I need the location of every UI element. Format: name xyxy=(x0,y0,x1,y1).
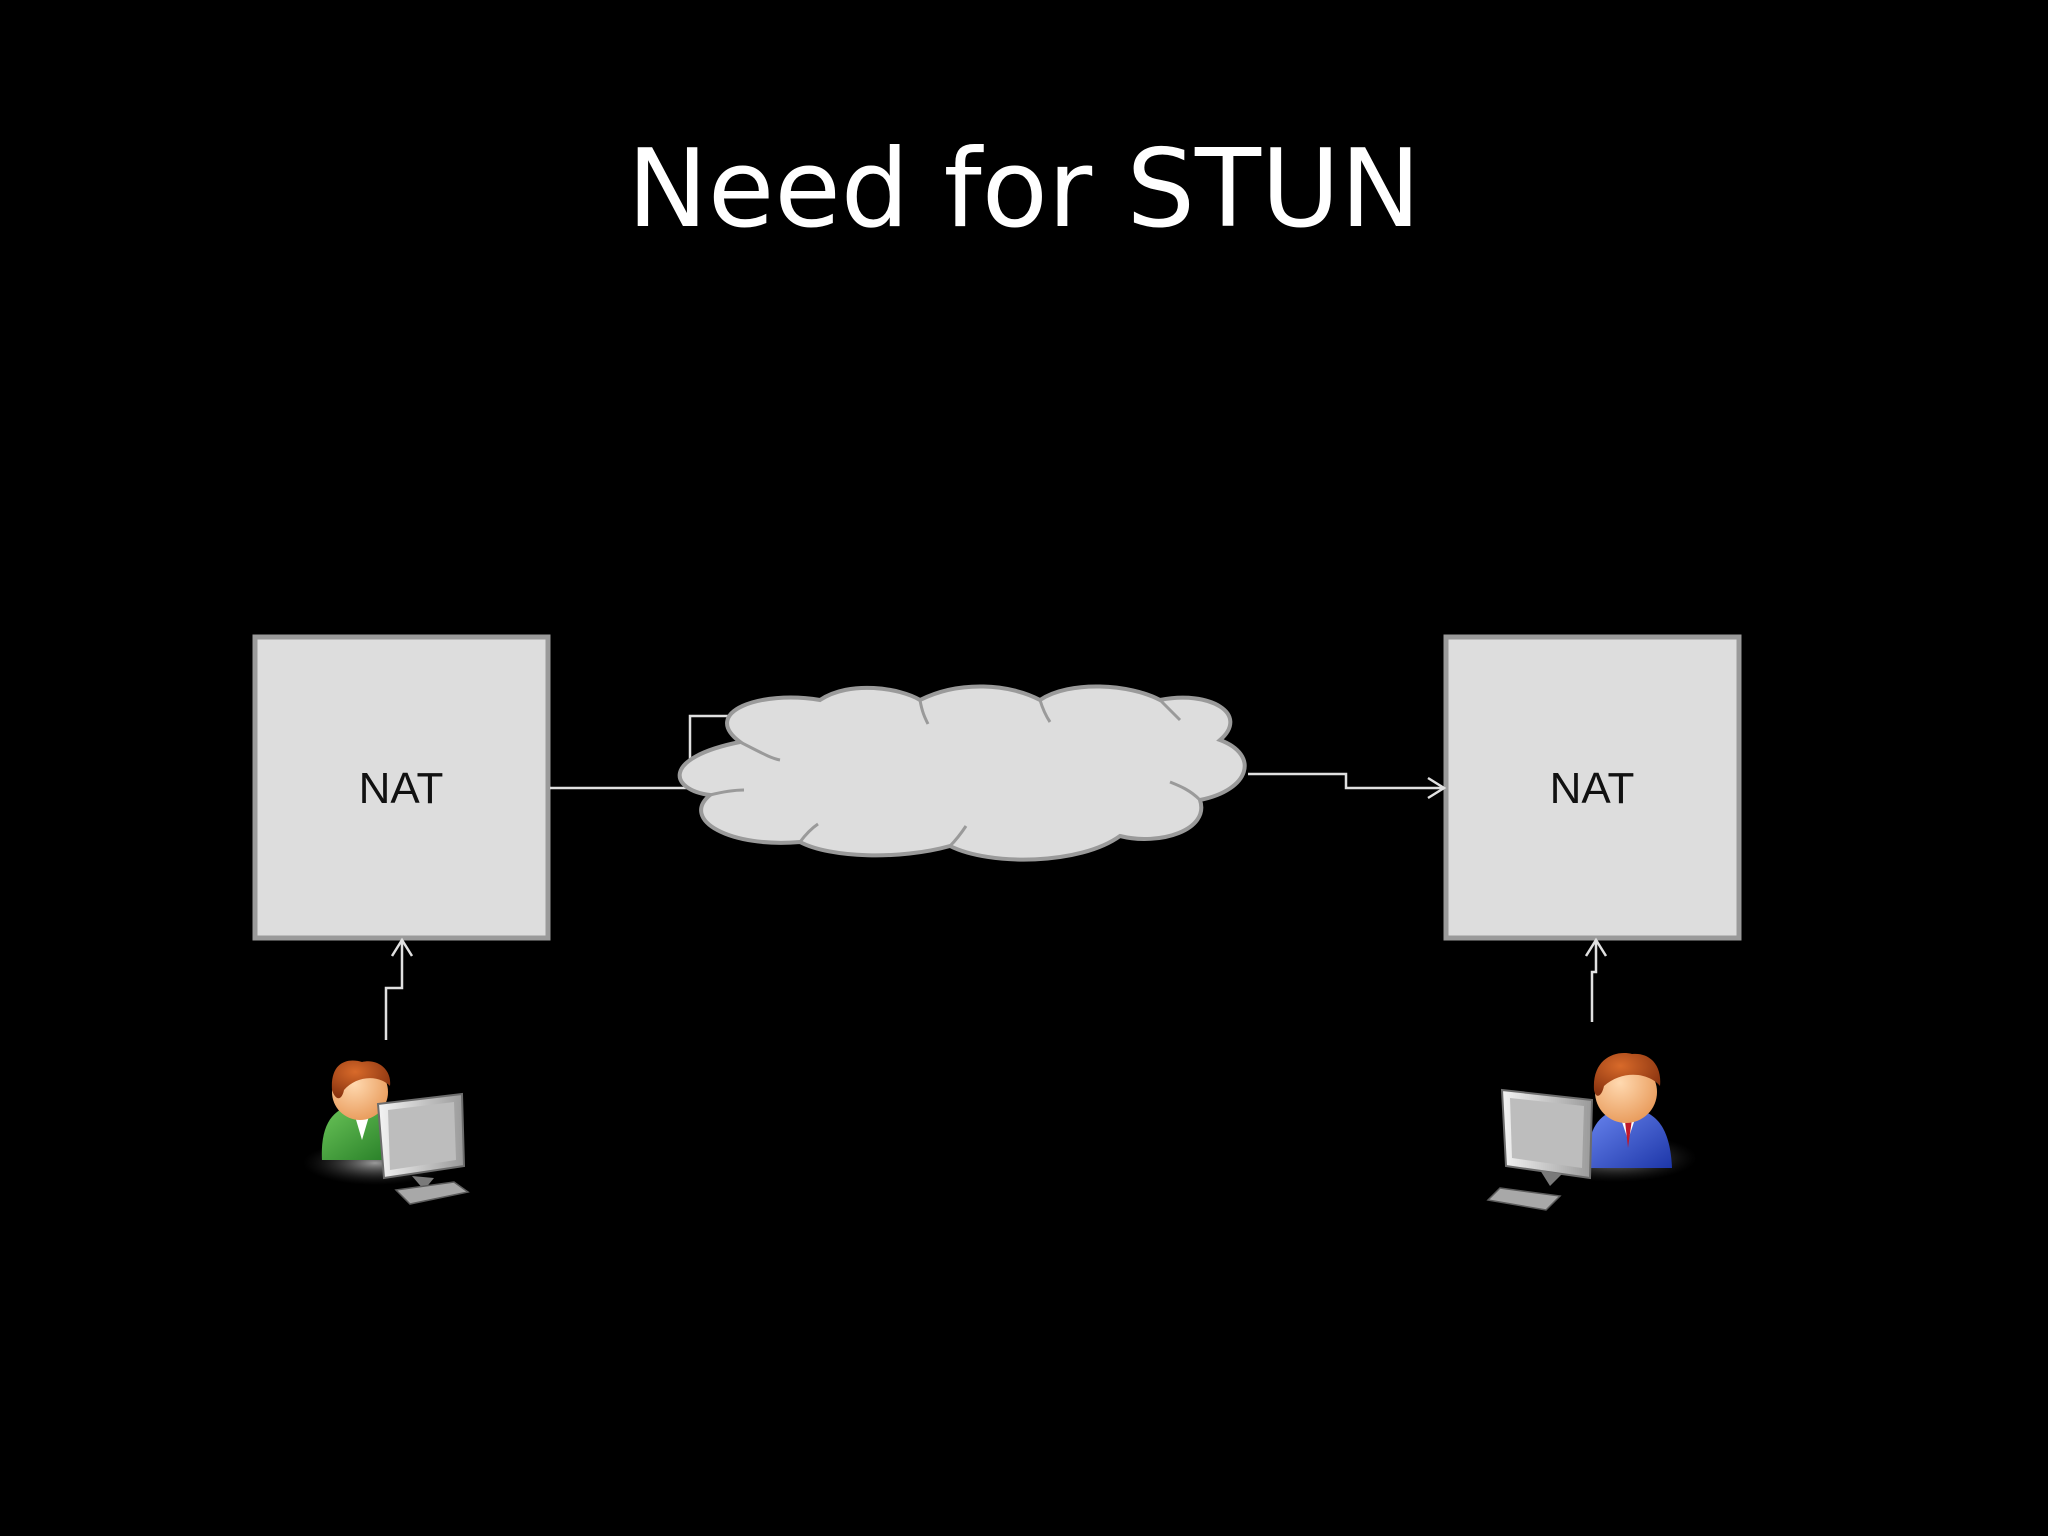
user-at-computer-icon-blue xyxy=(1486,1053,1697,1211)
nat-left-label: NAT xyxy=(359,764,444,813)
connector-cloud-to-nat-right xyxy=(1248,772,1447,800)
slide-title: Need for STUN xyxy=(627,127,1421,252)
nat-right-label: NAT xyxy=(1550,764,1635,813)
connector-nat-left-to-cloud xyxy=(550,714,752,790)
connector-user-left-to-nat-left xyxy=(384,937,414,1040)
nat-box-right: NAT xyxy=(1443,634,1742,941)
nat-box-left: NAT xyxy=(252,634,551,941)
internet-cloud xyxy=(677,684,1247,862)
user-at-computer-icon-green xyxy=(303,1060,470,1205)
connector-user-right-to-nat-right xyxy=(1584,937,1608,1022)
